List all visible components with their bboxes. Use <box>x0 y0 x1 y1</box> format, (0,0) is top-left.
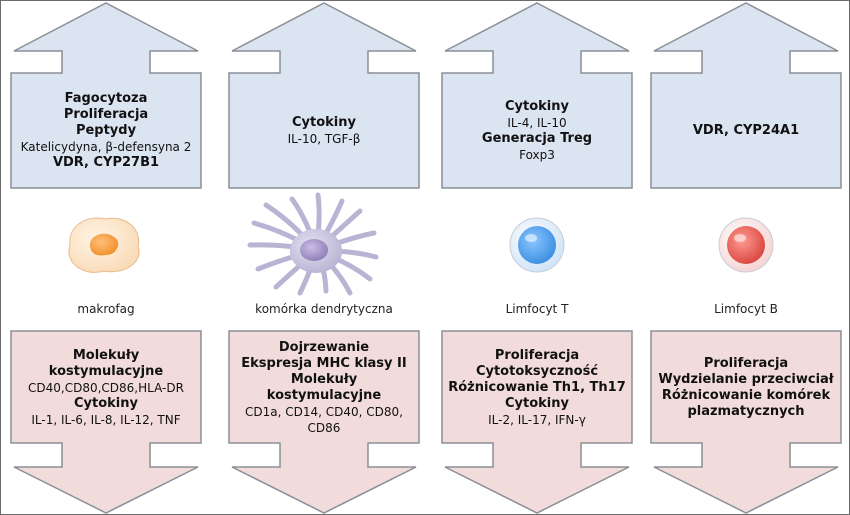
up-arrow-box-b-cell <box>650 2 842 189</box>
box-text-line: CD86 <box>307 421 341 435</box>
box-text-line: VDR, CYP24A1 <box>692 122 800 138</box>
up-arrow-box-macrophage <box>10 2 202 189</box>
box-text-line: Molekuły <box>290 372 358 387</box>
box-text-line: Proliferacja <box>63 106 149 122</box>
top-box-text-b-cell: VDR, CYP24A1 <box>651 73 841 188</box>
down-arrow-box-t-cell <box>441 330 633 514</box>
box-text-line: Cytokiny <box>505 396 569 411</box>
macrophage-cell-icon <box>68 217 140 273</box>
box-text-line: Proliferacja <box>703 356 789 371</box>
down-arrow-box-b-cell <box>650 330 842 514</box>
box-text-line: Generacja Treg <box>481 130 593 146</box>
b-lymphocyte-icon <box>718 217 774 273</box>
box-text-line: VDR, CYP27B1 <box>52 154 160 170</box>
cell-label-t-cell: Limfocyt T <box>505 302 569 316</box>
up-arrow-box-t-cell <box>441 2 633 189</box>
down-arrow-box-dendritic <box>228 330 420 514</box>
down-arrow-box-macrophage <box>10 330 202 514</box>
up-arrow-box-dendritic <box>228 2 420 189</box>
t-lymphocyte-icon <box>509 217 565 273</box>
cell-label-macrophage: makrofag <box>77 302 135 316</box>
box-text-line: Katelicydyna, β-defensyna 2 <box>20 139 192 154</box>
box-text-line: CD40,CD80,CD86,HLA-DR <box>28 381 184 395</box>
cell-label-dendritic: komórka dendrytyczna <box>255 302 393 316</box>
dendritic-cell-icon <box>247 192 379 296</box>
box-text-line: Cytokiny <box>505 98 569 114</box>
box-text-line: IL-1, IL-6, IL-8, IL-12, TNF <box>31 413 181 427</box>
box-text-line: Ekspresja MHC klasy II <box>241 356 407 371</box>
box-text-line: Cytokiny <box>292 114 356 130</box>
box-text-line: Proliferacja <box>494 348 580 363</box>
box-text-line: IL-4, IL-10 <box>507 115 567 130</box>
box-text-line: CD1a, CD14, CD40, CD80, <box>245 405 403 419</box>
box-text-line: Peptydy <box>75 122 137 138</box>
box-text-line: IL-2, IL-17, IFN-γ <box>488 413 586 427</box>
box-text-line: Wydzielanie przeciwciał <box>658 372 834 387</box>
box-text-line: IL-10, TGF-β <box>287 131 361 146</box>
box-text-line: Fagocytoza <box>64 90 148 106</box>
box-text-line: Molekuły <box>72 348 140 363</box>
box-text-line: kostymulacyjne <box>266 388 382 403</box>
box-text-line: Różnicowanie Th1, Th17 <box>448 380 626 395</box>
box-text-line: Cytotoksyczność <box>475 364 599 379</box>
cell-label-b-cell: Limfocyt B <box>714 302 778 316</box>
box-text-line: Dojrzewanie <box>278 340 370 355</box>
box-text-line: Cytokiny <box>74 396 138 411</box>
box-text-line: Różnicowanie komórek <box>661 388 831 403</box>
box-text-line: Foxp3 <box>519 147 555 162</box>
box-text-line: plazmatycznych <box>687 404 805 419</box>
box-text-line: kostymulacyjne <box>48 364 164 379</box>
